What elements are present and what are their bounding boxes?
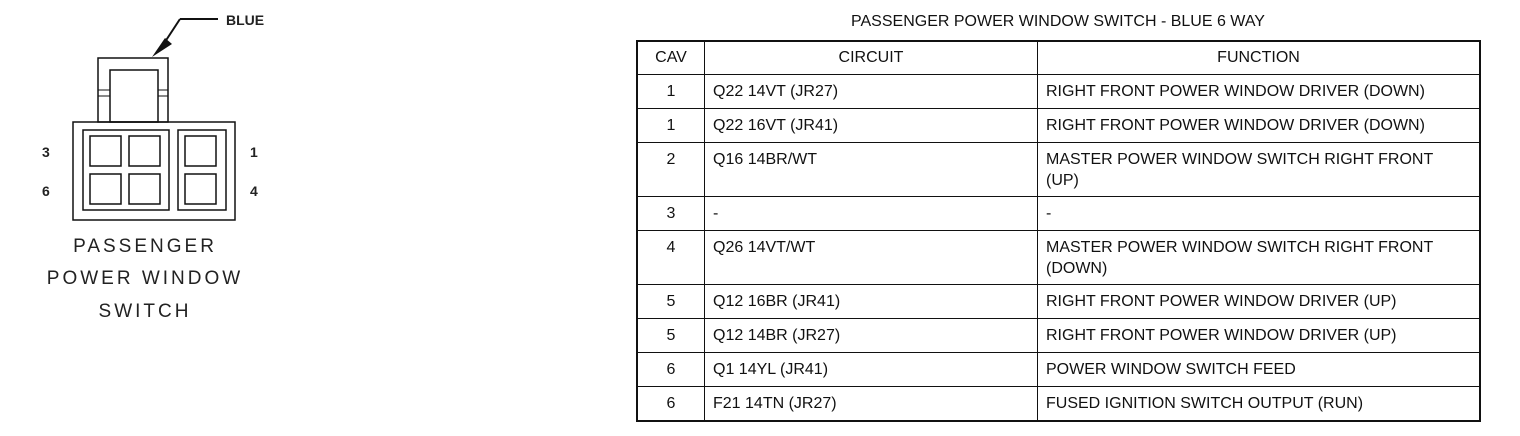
table-row: 6 F21 14TN (JR27) FUSED IGNITION SWITCH … <box>636 386 1481 422</box>
pinout-table: CAV CIRCUIT FUNCTION 1 Q22 14VT (JR27) R… <box>636 40 1481 422</box>
table-row: 4 Q26 14VT/WT MASTER POWER WINDOW SWITCH… <box>636 230 1481 285</box>
table-row: 6 Q1 14YL (JR41) POWER WINDOW SWITCH FEE… <box>636 352 1481 387</box>
table-row: 3 - - <box>636 196 1481 231</box>
circuit-cell: Q1 14YL (JR41) <box>704 352 1038 387</box>
color-label: BLUE <box>226 12 265 28</box>
table-row: 5 Q12 16BR (JR41) RIGHT FRONT POWER WIND… <box>636 284 1481 319</box>
function-cell: MASTER POWER WINDOW SWITCH RIGHT FRONT (… <box>1037 230 1481 285</box>
circuit-cell: Q22 14VT (JR27) <box>704 74 1038 109</box>
connector-name-line-2: POWER WINDOW <box>46 268 244 289</box>
cav-cell: 6 <box>636 352 705 387</box>
function-cell: POWER WINDOW SWITCH FEED <box>1037 352 1481 387</box>
table-header-row: CAV CIRCUIT FUNCTION <box>636 40 1481 75</box>
connector-diagram: BLUE 3 6 1 4 PASSENGER POWER WINDOW SWIT… <box>0 0 600 436</box>
cav-cell: 4 <box>636 230 705 285</box>
table-row: 5 Q12 14BR (JR27) RIGHT FRONT POWER WIND… <box>636 318 1481 353</box>
circuit-cell: Q26 14VT/WT <box>704 230 1038 285</box>
header-function: FUNCTION <box>1037 40 1481 75</box>
connector-name-line-3: SWITCH <box>98 301 192 322</box>
pin-label-bottom-right: 4 <box>250 183 258 199</box>
circuit-cell: Q16 14BR/WT <box>704 142 1038 197</box>
cav-cell: 1 <box>636 74 705 109</box>
function-cell: - <box>1037 196 1481 231</box>
table-row: 1 Q22 14VT (JR27) RIGHT FRONT POWER WIND… <box>636 74 1481 109</box>
circuit-cell: Q12 14BR (JR27) <box>704 318 1038 353</box>
pin-label-top-right: 1 <box>250 144 258 160</box>
circuit-cell: F21 14TN (JR27) <box>704 386 1038 422</box>
pin-label-top-left: 3 <box>42 144 50 160</box>
cav-cell: 3 <box>636 196 705 231</box>
header-cav: CAV <box>636 40 705 75</box>
table-row: 2 Q16 14BR/WT MASTER POWER WINDOW SWITCH… <box>636 142 1481 197</box>
function-cell: RIGHT FRONT POWER WINDOW DRIVER (UP) <box>1037 284 1481 319</box>
function-cell: RIGHT FRONT POWER WINDOW DRIVER (DOWN) <box>1037 74 1481 109</box>
cav-cell: 6 <box>636 386 705 422</box>
connector-name-line-1: PASSENGER <box>73 236 217 257</box>
function-cell: FUSED IGNITION SWITCH OUTPUT (RUN) <box>1037 386 1481 422</box>
circuit-cell: - <box>704 196 1038 231</box>
table-row: 1 Q22 16VT (JR41) RIGHT FRONT POWER WIND… <box>636 108 1481 143</box>
function-cell: RIGHT FRONT POWER WINDOW DRIVER (DOWN) <box>1037 108 1481 143</box>
cav-cell: 2 <box>636 142 705 197</box>
connector-outline <box>72 18 236 221</box>
cav-cell: 5 <box>636 284 705 319</box>
cav-cell: 1 <box>636 108 705 143</box>
cav-cell: 5 <box>636 318 705 353</box>
function-cell: MASTER POWER WINDOW SWITCH RIGHT FRONT (… <box>1037 142 1481 197</box>
circuit-cell: Q22 16VT (JR41) <box>704 108 1038 143</box>
pin-label-bottom-left: 6 <box>42 183 50 199</box>
header-circuit: CIRCUIT <box>704 40 1038 75</box>
circuit-cell: Q12 16BR (JR41) <box>704 284 1038 319</box>
arrow-icon <box>152 38 172 57</box>
table-title: PASSENGER POWER WINDOW SWITCH - BLUE 6 W… <box>851 13 1265 30</box>
function-cell: RIGHT FRONT POWER WINDOW DRIVER (UP) <box>1037 318 1481 353</box>
